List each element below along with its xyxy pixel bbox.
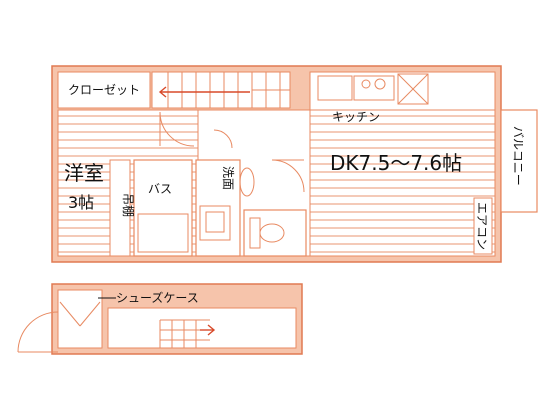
toilet-fixture — [249, 217, 285, 249]
kitchen-label: キッチン — [332, 110, 380, 124]
dk-label: DK7.5～7.6帖 — [330, 151, 462, 175]
aircon-label: エアコン — [475, 202, 489, 250]
shoe-case — [57, 289, 103, 349]
upper-floor: クローゼット キッチン DK7.5～7.6帖 洋室 3帖 吊棚 バス 洗面 バル… — [51, 65, 538, 263]
entry-door-swing — [17, 301, 101, 353]
shoe-case-label: シューズケース — [116, 290, 199, 305]
lower-stairs — [107, 307, 297, 349]
lower-stair-arrow — [200, 324, 216, 336]
bathroom — [133, 159, 193, 257]
upper-stair-treads — [167, 72, 290, 108]
hanging-shelf-label: 吊棚 — [121, 193, 136, 217]
balcony — [500, 109, 538, 213]
bathtub — [137, 213, 189, 253]
door-swings — [159, 111, 305, 193]
aircon-unit — [473, 197, 493, 255]
dk-floor — [309, 109, 496, 257]
closet-label: クローゼット — [68, 83, 140, 97]
kitchen-fixtures — [317, 73, 429, 105]
upper-stair-arrow — [158, 86, 250, 98]
washbasin — [199, 205, 231, 241]
bath-label: バス — [148, 182, 172, 196]
balcony-label: バルコニー — [511, 126, 525, 186]
lower-floor: シューズケース — [17, 283, 303, 355]
closet — [57, 71, 151, 109]
hanging-shelf — [109, 159, 131, 257]
washroom-label: 洗面 — [221, 166, 235, 190]
western-room-label-line2: 3帖 — [68, 193, 94, 212]
toilet-room — [243, 209, 307, 257]
western-room-label-line1: 洋室 — [64, 161, 104, 185]
washing-machine — [239, 167, 255, 197]
lower-stair-treads — [159, 319, 210, 348]
